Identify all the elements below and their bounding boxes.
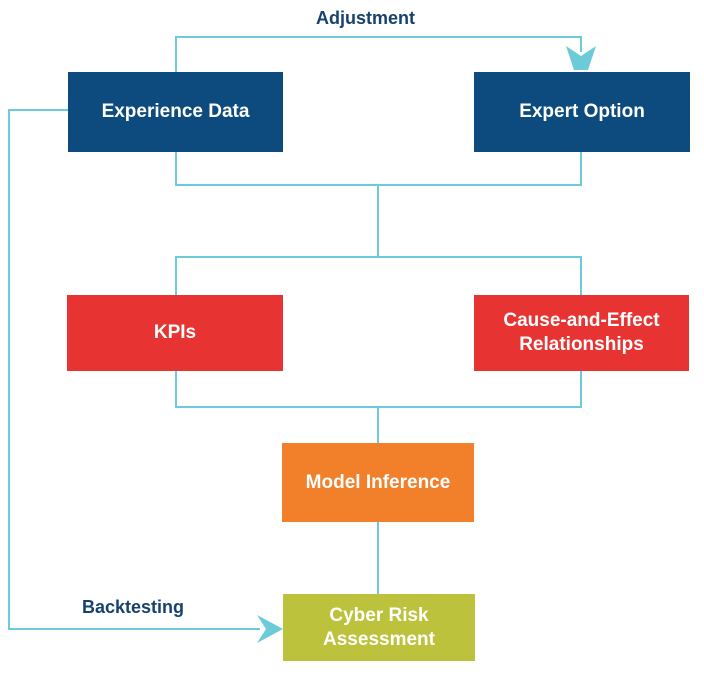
- cyber-risk-text-line2: Assessment: [323, 628, 435, 650]
- expert-option-text: Expert Option: [519, 101, 645, 122]
- top-merge-connector: [175, 152, 582, 186]
- cause-effect-text-line1: Cause-and-Effect: [503, 310, 660, 331]
- model-inference-text: Model Inference: [305, 471, 451, 493]
- kpis-node: KPIs: [67, 295, 283, 371]
- experience-data-text: Experience Data: [101, 101, 250, 122]
- experience-data-node: Experience Data: [68, 72, 283, 152]
- adjustment-arrow-icon: [566, 46, 596, 70]
- middle-split-connector: [175, 256, 582, 295]
- kpis-text: KPIs: [153, 322, 197, 343]
- adjustment-label: Adjustment: [316, 8, 415, 28]
- expert-option-node: Expert Option: [474, 72, 690, 152]
- middle-merge-connector: [175, 371, 582, 408]
- cause-effect-text-line2: Relationships: [519, 334, 644, 355]
- backtesting-arrow-icon: [257, 615, 283, 643]
- cause-effect-node: Cause-and-Effect Relationships: [474, 295, 689, 371]
- backtesting-label: Backtesting: [82, 597, 185, 617]
- adjustment-connector: [175, 36, 582, 72]
- model-inference-node: Model Inference: [282, 443, 474, 522]
- backtesting-connector: [8, 109, 260, 630]
- cyber-risk-node: Cyber Risk Assessment: [283, 594, 475, 661]
- cyber-risk-text-line1: Cyber Risk: [329, 604, 429, 626]
